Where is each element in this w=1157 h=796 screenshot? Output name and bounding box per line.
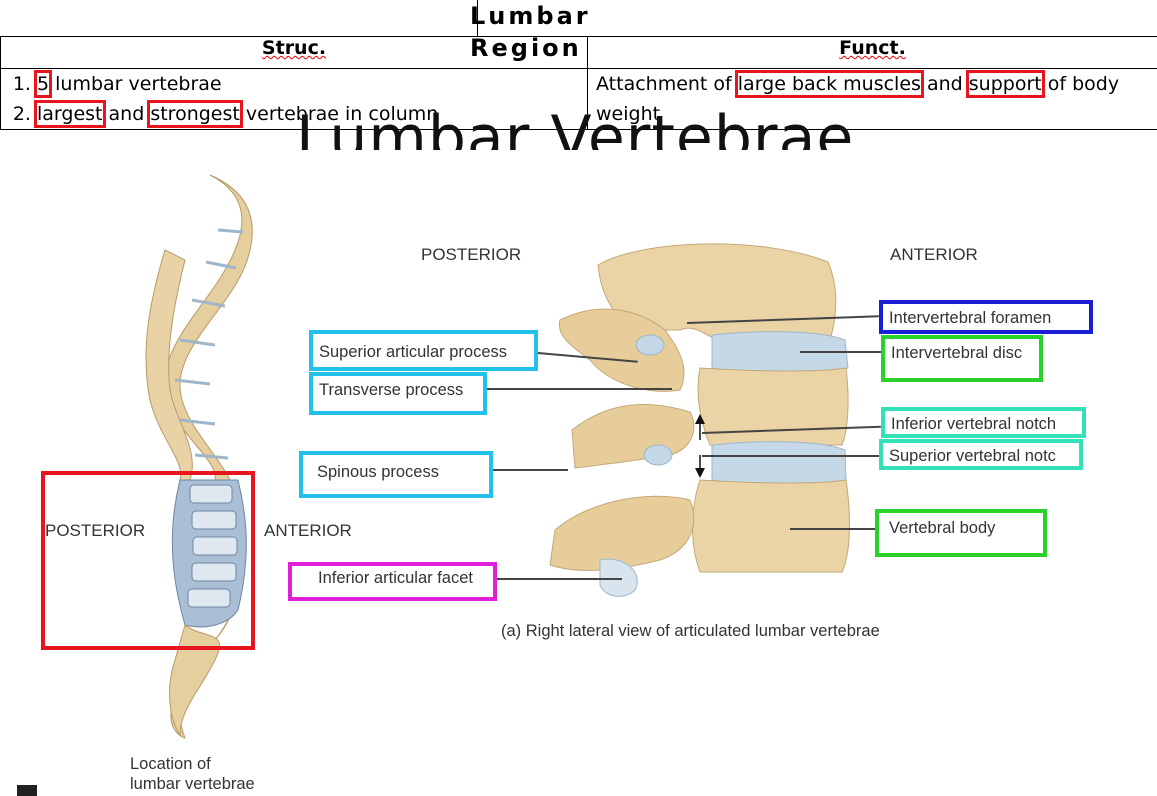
inferior-vertebral-notch-label: Inferior vertebral notch [891, 415, 1057, 433]
anterior-label-top: ANTERIOR [890, 245, 978, 264]
transverse-process-label: Transverse process [319, 381, 464, 399]
location-caption: Location of lumbar vertebrae [130, 755, 255, 793]
leader-inferior-articular-facet [497, 578, 622, 580]
highlighted-term: largest [34, 100, 106, 128]
lumbar-illustration [145, 174, 850, 739]
struc-text: vertebrae in column [239, 103, 439, 125]
posterior-label-top: POSTERIOR [421, 245, 522, 264]
vertebral-body-box: Vertebral body [875, 509, 1047, 557]
intervertebral-foramen-box: Intervertebral foramen [879, 300, 1093, 334]
struc-header: Struc. [0, 36, 588, 69]
highlighted-term: large back muscles [734, 70, 924, 98]
inferior-articular-facet-label: Inferior articular facet [318, 569, 473, 587]
posterior-label-left: POSTERIOR [45, 521, 146, 540]
struc-list: 5 lumbar vertebraelargest and strongest … [1, 69, 587, 129]
highlighted-term: 5 [33, 70, 53, 98]
vertebrae-figure [549, 243, 850, 597]
struc-item: 5 lumbar vertebrae [33, 69, 587, 99]
spine-column-figure [145, 174, 253, 739]
funct-header: Funct. [587, 36, 1157, 69]
spinous-process-label: Spinous process [317, 463, 439, 481]
anterior-label-left: ANTERIOR [264, 521, 352, 540]
superior-articular-process-box: Superior articular process [309, 330, 538, 371]
inferior-vertebral-notch-box: Inferior vertebral notch [881, 407, 1086, 438]
title-divider [0, 0, 478, 36]
intervertebral-disc-box: Intervertebral disc [881, 335, 1043, 382]
funct-text: of body weight [596, 73, 1120, 125]
struc-item: largest and strongest vertebrae in colum… [34, 99, 587, 129]
transverse-process-box: Transverse process [309, 372, 487, 415]
leader-superior-vertebral-notch [702, 455, 879, 457]
vertebral-body-label: Vertebral body [889, 519, 996, 537]
corner-mark [17, 785, 37, 796]
highlighted-term: strongest [147, 100, 243, 128]
funct-cell: Attachment of large back muscles and sup… [587, 68, 1157, 130]
spinous-process-box: Spinous process [299, 451, 493, 498]
summary-table: Struc. Funct. 5 lumbar vertebraelargest … [0, 36, 1157, 130]
struc-cell: 5 lumbar vertebraelargest and strongest … [0, 68, 588, 130]
intervertebral-foramen-label: Intervertebral foramen [889, 309, 1052, 327]
leader-intervertebral-disc [800, 351, 881, 353]
funct-text: and [920, 73, 969, 95]
leader-transverse-process [487, 388, 672, 390]
superior-articular-process-label: Superior articular process [319, 343, 507, 361]
lumbar-region-highlight-box [41, 471, 255, 650]
funct-text: Attachment of [596, 73, 738, 95]
leader-spinous-process [493, 469, 568, 471]
struc-text: lumbar vertebrae [49, 73, 222, 95]
intervertebral-disc-label: Intervertebral disc [891, 344, 1023, 362]
figure-caption: (a) Right lateral view of articulated lu… [501, 622, 880, 640]
slide-title-fragment: Lumbar Vertebrae [296, 108, 855, 150]
struc-text: and [102, 103, 151, 125]
superior-vertebral-notch-box: Superior vertebral notc [879, 439, 1083, 470]
highlighted-term: support [965, 70, 1045, 98]
inferior-articular-facet-box: Inferior articular facet [288, 562, 497, 601]
superior-vertebral-notch-label: Superior vertebral notc [889, 447, 1056, 465]
leader-vertebral-body [790, 528, 875, 530]
